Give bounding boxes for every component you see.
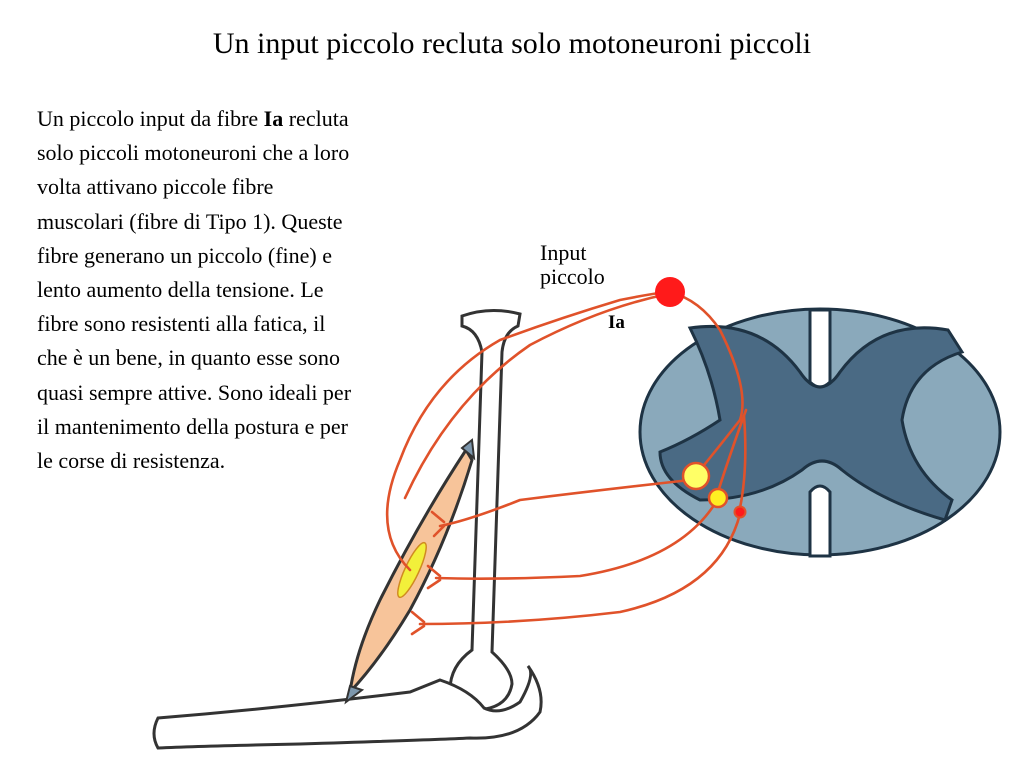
sensory-branch-c [738, 414, 747, 510]
motor-axon-medium [434, 500, 718, 580]
motor-axon-small [418, 512, 742, 626]
paragraph-part-2: recluta solo piccoli motoneuroni che a l… [37, 106, 352, 474]
muscle-tendon-bottom [344, 684, 365, 705]
slide-title: Un input piccolo recluta solo motoneuron… [212, 27, 812, 60]
motor-ending-2 [426, 564, 442, 590]
sensory-neuron-cell-body [655, 277, 685, 307]
label-input-line-1: Input [540, 240, 587, 265]
forearm-bone [152, 664, 543, 750]
label-input-line-2: piccolo [540, 264, 605, 289]
motor-axon-large [438, 478, 692, 528]
bones [152, 309, 543, 750]
sensory-fibre-ia [385, 290, 744, 572]
motor-ending-1 [430, 510, 446, 538]
humerus-bone [448, 309, 522, 712]
motor-neuron-large [681, 461, 711, 491]
motor-neuron-small [733, 505, 747, 519]
paragraph-part-1: Un piccolo input da fibre [37, 106, 264, 131]
sensory-fibre-branch [403, 292, 670, 500]
label-input-piccolo: Input piccolo [540, 241, 605, 289]
motor-neurons [681, 461, 747, 519]
sensory-branch-b [716, 408, 748, 494]
body-paragraph: Un piccolo input da fibre Ia recluta sol… [37, 102, 357, 478]
paragraph-bold-ia: Ia [263, 106, 284, 131]
muscle-tendon-top [460, 438, 476, 461]
label-ia-fibre: Ia [608, 312, 625, 333]
motor-neuron-medium [707, 487, 729, 509]
dorsal-median-sulcus [808, 308, 832, 389]
spinal-cord [638, 307, 1002, 558]
spinal-cord-gray-matter [658, 324, 965, 522]
motor-ending-3 [410, 610, 426, 636]
ventral-median-fissure [808, 484, 832, 558]
